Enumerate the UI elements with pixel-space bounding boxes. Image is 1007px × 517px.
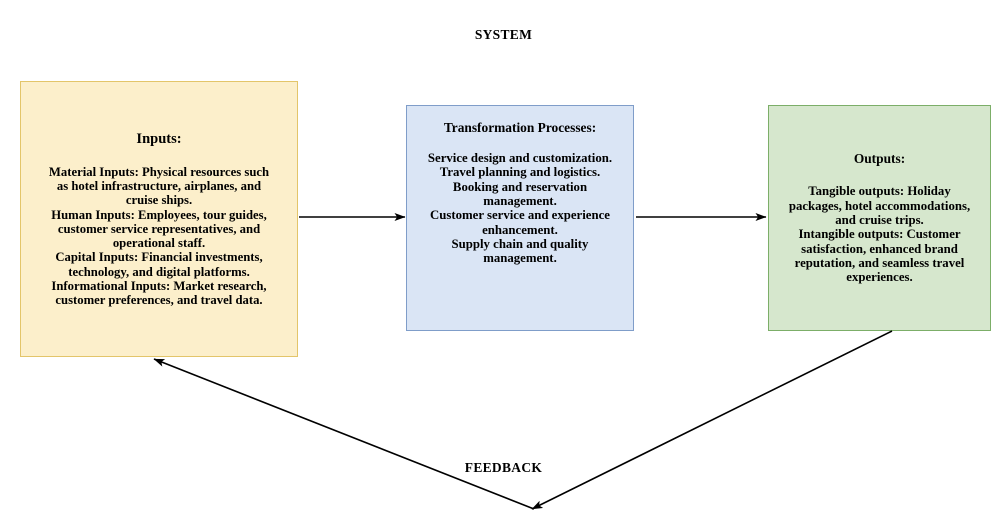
arrow-feedback-vertex-to-inputs [153,358,535,510]
inputs-box-body: Material Inputs: Physical resources such… [49,165,269,307]
outputs-line: Intangible outputs: Customer [798,227,961,242]
processes-line: Travel planning and logistics. [439,165,601,180]
processes-line: management. [483,251,557,266]
processes-box-heading: Transformation Processes: [443,120,597,135]
transformation-processes-box[interactable]: Transformation Processes: Service design… [406,105,634,331]
inputs-line: Human Inputs: Employees, tour guides, [51,207,267,222]
diagram-title: SYSTEM [474,27,533,42]
inputs-line: customer preferences, and travel data. [55,292,263,307]
arrow-outputs-to-feedback-vertex [531,330,893,510]
inputs-line: customer service representatives, and [57,221,261,236]
processes-line: management. [483,193,557,208]
processes-line: Customer service and experience [430,208,610,223]
outputs-line: packages, hotel accommodations, [788,198,971,213]
outputs-box-body: Tangible outputs: Holiday packages, hote… [789,184,970,284]
processes-line: Supply chain and quality [451,236,589,251]
outputs-line: experiences. [846,270,913,285]
outputs-box-heading: Outputs: [853,151,906,167]
processes-line: Service design and customization. [427,151,613,165]
inputs-line: Material Inputs: Physical resources such [48,165,270,180]
processes-line: enhancement. [482,222,558,237]
outputs-line: Tangible outputs: Holiday [808,184,951,199]
outputs-line: and cruise trips. [835,213,924,227]
inputs-box[interactable]: Inputs: Material Inputs: Physical resour… [20,81,298,357]
feedback-label: FEEDBACK [464,460,543,475]
inputs-line: technology, and digital platforms. [68,264,250,279]
outputs-line: satisfaction, enhanced brand [801,241,958,256]
processes-box-body: Service design and customization. Travel… [428,151,612,266]
inputs-line: cruise ships. [125,193,193,208]
inputs-line: Capital Inputs: Financial investments, [55,250,263,265]
outputs-line: reputation, and seamless travel [794,255,965,270]
inputs-box-heading: Inputs: [136,130,182,147]
processes-line: Booking and reservation [452,179,588,194]
inputs-line: as hotel infrastructure, airplanes, and [56,179,262,194]
inputs-line: Informational Inputs: Market research, [51,278,267,293]
inputs-line: operational staff. [112,236,206,251]
outputs-box[interactable]: Outputs: Tangible outputs: Holiday packa… [768,105,991,331]
